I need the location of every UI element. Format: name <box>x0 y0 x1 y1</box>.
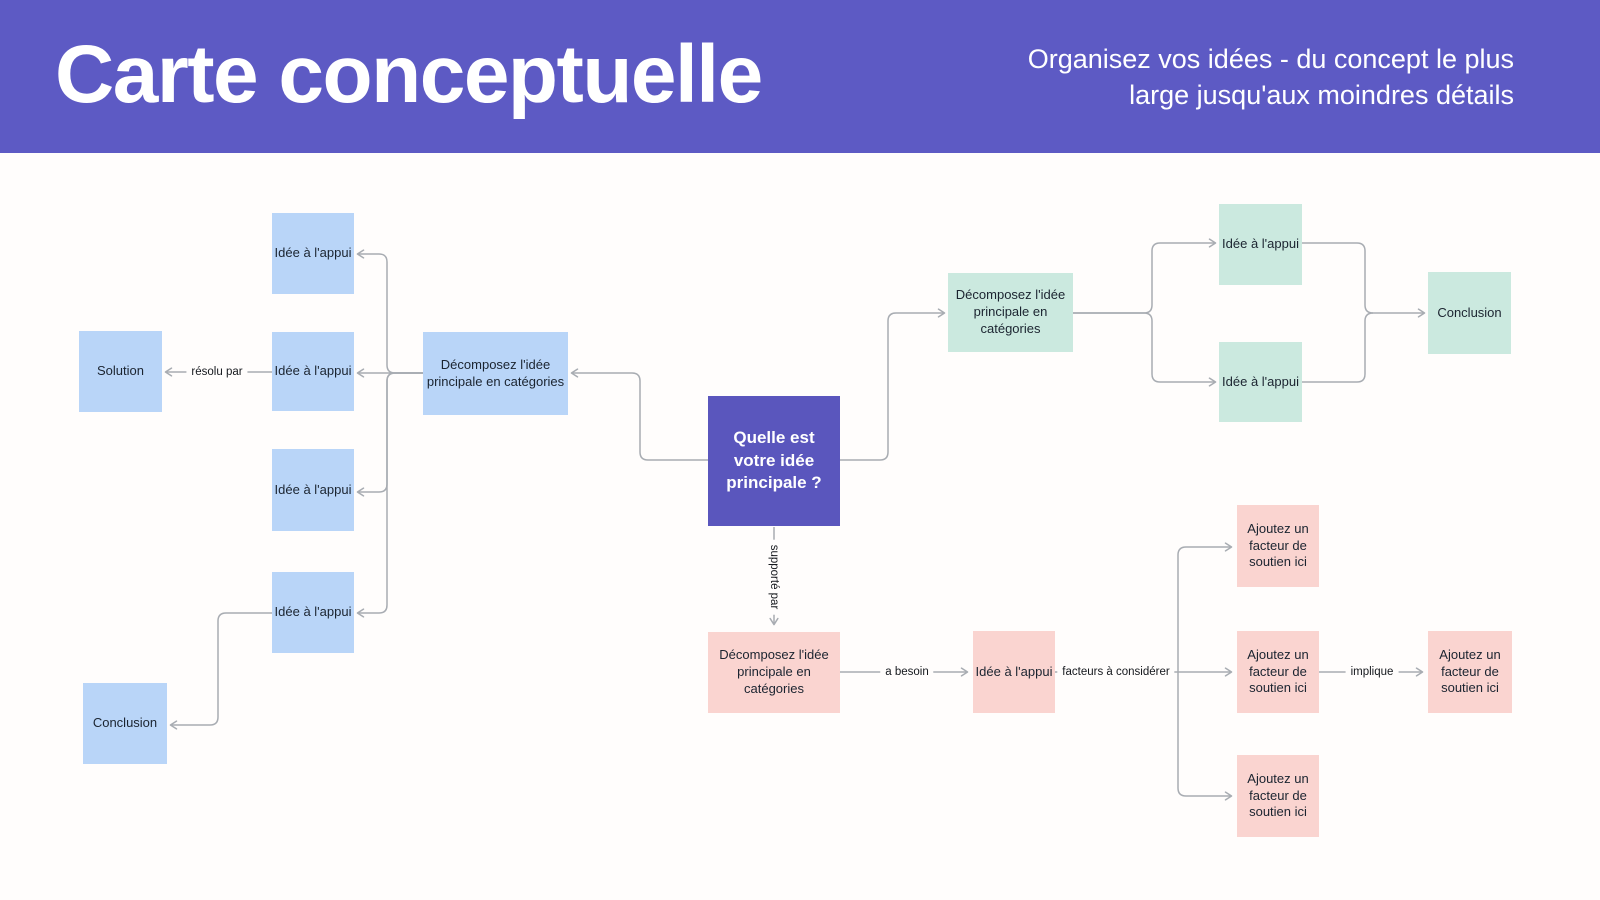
node-pink-decompose: Décomposez l'idée principale en catégori… <box>708 632 840 713</box>
page-header: Carte conceptuelle Organisez vos idées -… <box>0 0 1600 153</box>
node-pink-factor-2: Ajoutez un facteur de soutien ici <box>1237 631 1319 713</box>
node-green-idea-1: Idée à l'appui <box>1219 204 1302 285</box>
edge-label-supporte-par: supporté par <box>768 539 780 615</box>
node-blue-idea-3: Idée à l'appui <box>272 449 354 531</box>
edge-label-resolu-par: résolu par <box>186 366 248 378</box>
node-pink-idea: Idée à l'appui <box>973 631 1055 713</box>
node-pink-factor-right: Ajoutez un facteur de soutien ici <box>1428 631 1512 713</box>
node-solution: Solution <box>79 331 162 412</box>
page-title: Carte conceptuelle <box>55 28 763 120</box>
node-green-idea-2: Idée à l'appui <box>1219 342 1302 422</box>
node-blue-idea-1: Idée à l'appui <box>272 213 354 294</box>
edge-label-implique: implique <box>1345 666 1399 678</box>
node-pink-factor-3: Ajoutez un facteur de soutien ici <box>1237 755 1319 837</box>
node-blue-idea-2: Idée à l'appui <box>272 332 354 411</box>
node-green-decompose: Décomposez l'idée principale en catégori… <box>948 273 1073 352</box>
page-subtitle: Organisez vos idées - du concept le plus… <box>1028 41 1514 113</box>
subtitle-line-2: large jusqu'aux moindres détails <box>1129 79 1514 110</box>
node-blue-idea-4: Idée à l'appui <box>272 572 354 653</box>
node-pink-factor-1: Ajoutez un facteur de soutien ici <box>1237 505 1319 587</box>
subtitle-line-1: Organisez vos idées - du concept le plus <box>1027 43 1514 74</box>
edge-label-a-besoin: a besoin <box>880 666 934 678</box>
node-main-idea: Quelle est votre idée principale ? <box>708 396 840 526</box>
node-green-conclusion: Conclusion <box>1428 272 1511 354</box>
node-blue-conclusion: Conclusion <box>83 683 167 764</box>
edge-label-facteurs: facteurs à considérer <box>1057 666 1175 678</box>
node-blue-decompose: Décomposez l'idée principale en catégori… <box>423 332 568 415</box>
